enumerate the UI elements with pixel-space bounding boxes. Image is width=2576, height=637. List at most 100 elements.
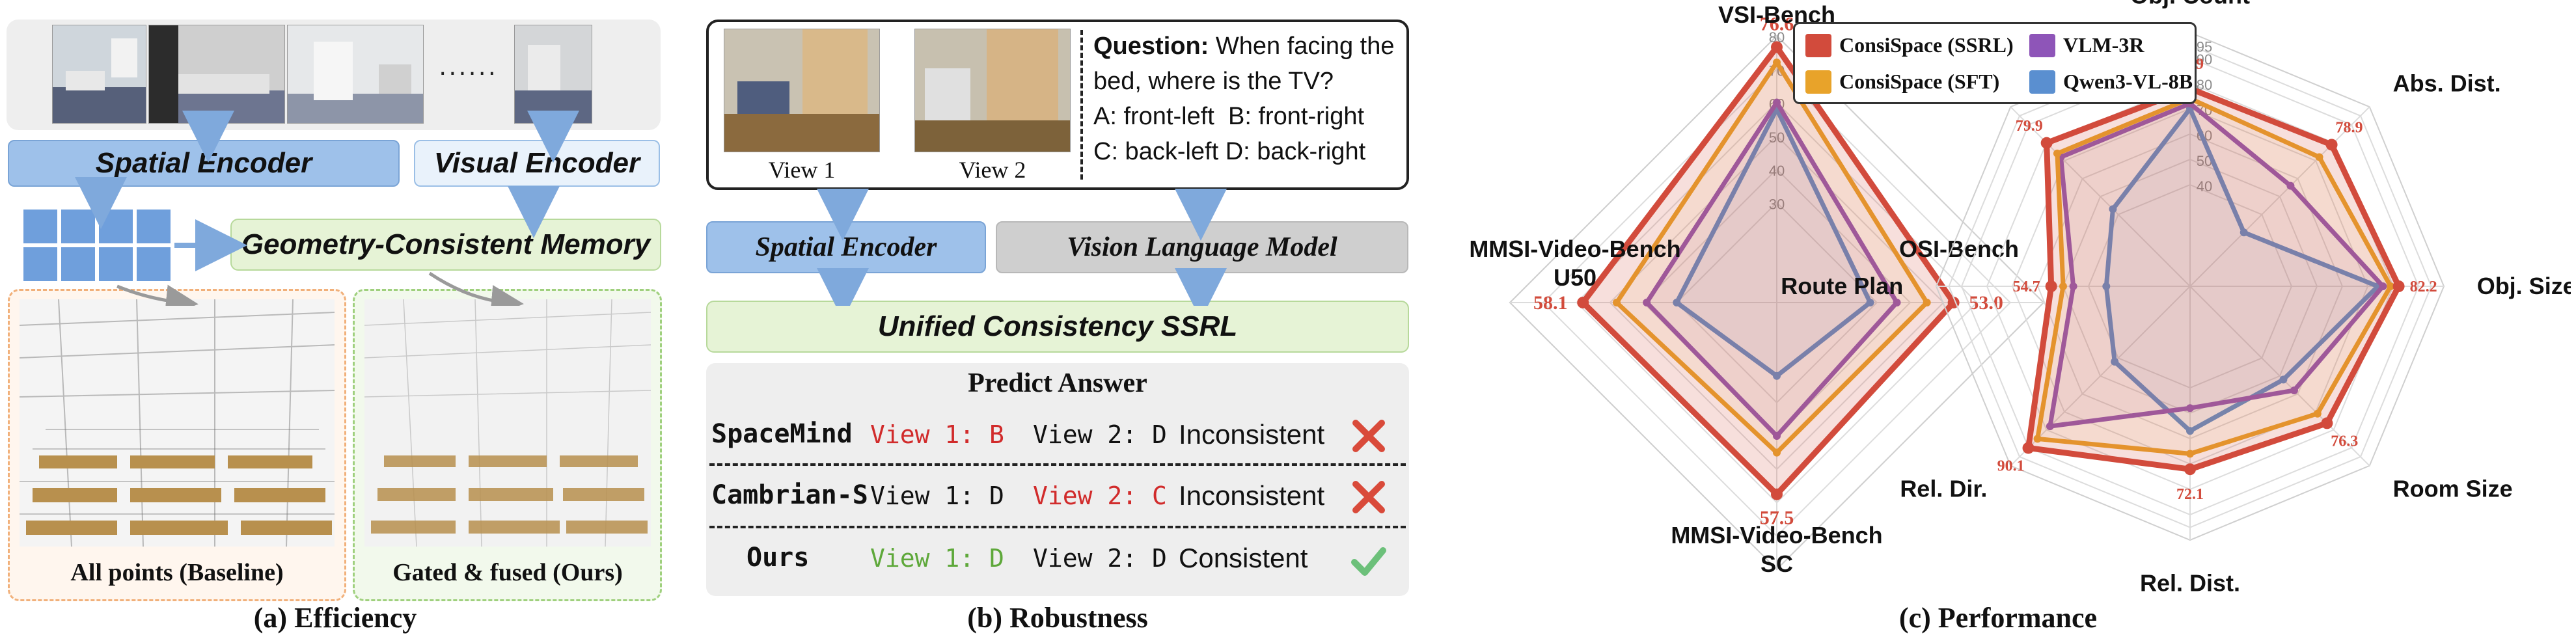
series-point (1643, 299, 1651, 306)
row-view2: View 2: C (1033, 481, 1167, 510)
panel-b-caption: (b) Robustness (967, 601, 1148, 634)
legend-label: VLM-3R (2063, 33, 2144, 57)
predict-row: Ours View 1: D View 2: D Consistent (706, 528, 1409, 587)
row-status: Inconsistent (1179, 419, 1325, 450)
panel-b-arrows (817, 189, 1227, 306)
value-label: 76.3 (2331, 433, 2358, 450)
row-view1: View 1: B (870, 420, 1004, 449)
check-icon (1351, 547, 1386, 576)
tick-label: 50 (1769, 129, 1785, 146)
option-b: B: front-right (1227, 103, 1365, 130)
value-label: 72.1 (2176, 486, 2204, 503)
question-divider (1080, 30, 1083, 180)
question-prefix: Question: (1093, 33, 1209, 60)
predict-panel (706, 363, 1409, 596)
row-view2: View 2: D (1033, 544, 1167, 573)
series-point (2315, 153, 2323, 161)
axis-spoke (2189, 106, 2370, 287)
predict-row: Cambrian-S View 1: D View 2: C Inconsist… (706, 466, 1409, 524)
series-point (2240, 228, 2248, 237)
ssrl-label: Unified Consistency SSRL (877, 310, 1238, 342)
series-point (2279, 375, 2288, 384)
ours-label: Gated & fused (Ours) (392, 559, 623, 586)
series-point (2290, 386, 2298, 394)
question-text: When facing the bed, where is the TV? (1093, 33, 1395, 95)
legend-label: Qwen3-VL-8B (2063, 70, 2193, 93)
value-label: 54.7 (2013, 278, 2040, 295)
value-label: 76.6 (1760, 13, 1794, 34)
legend-item: ConsiSpace (SSRL) (1805, 33, 2014, 57)
axis-label: MMSI-Video-Bench (1671, 522, 1882, 549)
row-divider (709, 526, 1406, 528)
tick-label: 95 (2197, 39, 2212, 55)
row-view1: View 1: D (870, 544, 1004, 573)
row-model: Cambrian-S (711, 480, 868, 510)
series-point (2033, 435, 2042, 443)
frame-thumbnail (287, 25, 424, 124)
cross-icon (1352, 481, 1385, 513)
row-status: Inconsistent (1179, 480, 1325, 511)
series-point (1773, 98, 1781, 107)
legend-item: ConsiSpace (SFT) (1805, 70, 1999, 94)
series-point (1673, 299, 1681, 306)
value-label: 53.0 (1969, 292, 2003, 314)
series-point (1773, 59, 1781, 66)
tick-label: 30 (1769, 196, 1785, 212)
series-point (2387, 282, 2395, 290)
panel-a-caption: (a) Efficiency (253, 601, 417, 634)
baseline-label: All points (Baseline) (70, 559, 284, 586)
legend: ConsiSpace (SSRL) VLM-3R ConsiSpace (SFT… (1793, 22, 2197, 104)
series-point (1866, 299, 1874, 306)
series-point (2046, 422, 2054, 431)
series-point (2321, 417, 2333, 429)
option-c: C: back-left (1093, 138, 1219, 165)
legend-swatch (1805, 33, 1831, 57)
axis-label: Abs. Dist. (2393, 70, 2501, 96)
option-a: A: front-left (1093, 103, 1214, 130)
axis-label: Room Size (2393, 476, 2513, 502)
axis-label: U50 (1554, 264, 1596, 291)
geometry-memory-label: Geometry-Consistent Memory (241, 228, 651, 260)
legend-label: ConsiSpace (SFT) (1839, 70, 2000, 93)
row-view2: View 2: D (1033, 420, 1167, 449)
series-point (2059, 282, 2067, 290)
tick-label: 90 (2197, 51, 2212, 68)
tick-label: 40 (2197, 178, 2212, 195)
series-point (2184, 463, 2196, 476)
series-point (1893, 299, 1901, 306)
series-point (2109, 205, 2117, 213)
series-point (2040, 137, 2053, 149)
value-label: 78.9 (2335, 120, 2363, 137)
series-point (1773, 432, 1781, 440)
series-point (1773, 372, 1781, 380)
series-point (2102, 282, 2111, 290)
series-point (1613, 299, 1621, 306)
legend-item: VLM-3R (2029, 33, 2144, 57)
series-point (1923, 299, 1931, 306)
memory-tile (23, 247, 57, 281)
frame-thumbnail (148, 25, 285, 124)
axis-label: Obj. Count (2130, 0, 2250, 8)
baseline-pointcloud (19, 299, 335, 547)
series-point (2392, 280, 2405, 292)
series-point (1771, 41, 1783, 53)
frames-ellipsis: ...... (439, 52, 499, 81)
series-point (2313, 409, 2322, 418)
series-point (2045, 280, 2057, 292)
radar-charts: 30405060708076.653.057.558.1VSI-BenchOSI… (1469, 0, 2571, 597)
predict-row: SpaceMind View 1: B View 2: D Inconsiste… (706, 405, 1409, 463)
view1-image (724, 29, 880, 152)
value-label: 58.1 (1533, 292, 1568, 314)
value-label: 90.1 (1997, 457, 2025, 474)
row-view1: View 1: D (870, 481, 1004, 510)
series-point (2069, 282, 2077, 290)
series-point (2186, 427, 2194, 435)
option-d: D: back-right (1225, 138, 1366, 165)
series-polygon (1580, 44, 1957, 498)
series-point (2379, 282, 2387, 290)
ours-pointcloud (364, 299, 651, 547)
axis-label: Rel. Dist. (2140, 570, 2240, 597)
memory-tile (23, 210, 57, 243)
axis-spoke (2010, 286, 2191, 467)
memory-tile (61, 247, 95, 281)
